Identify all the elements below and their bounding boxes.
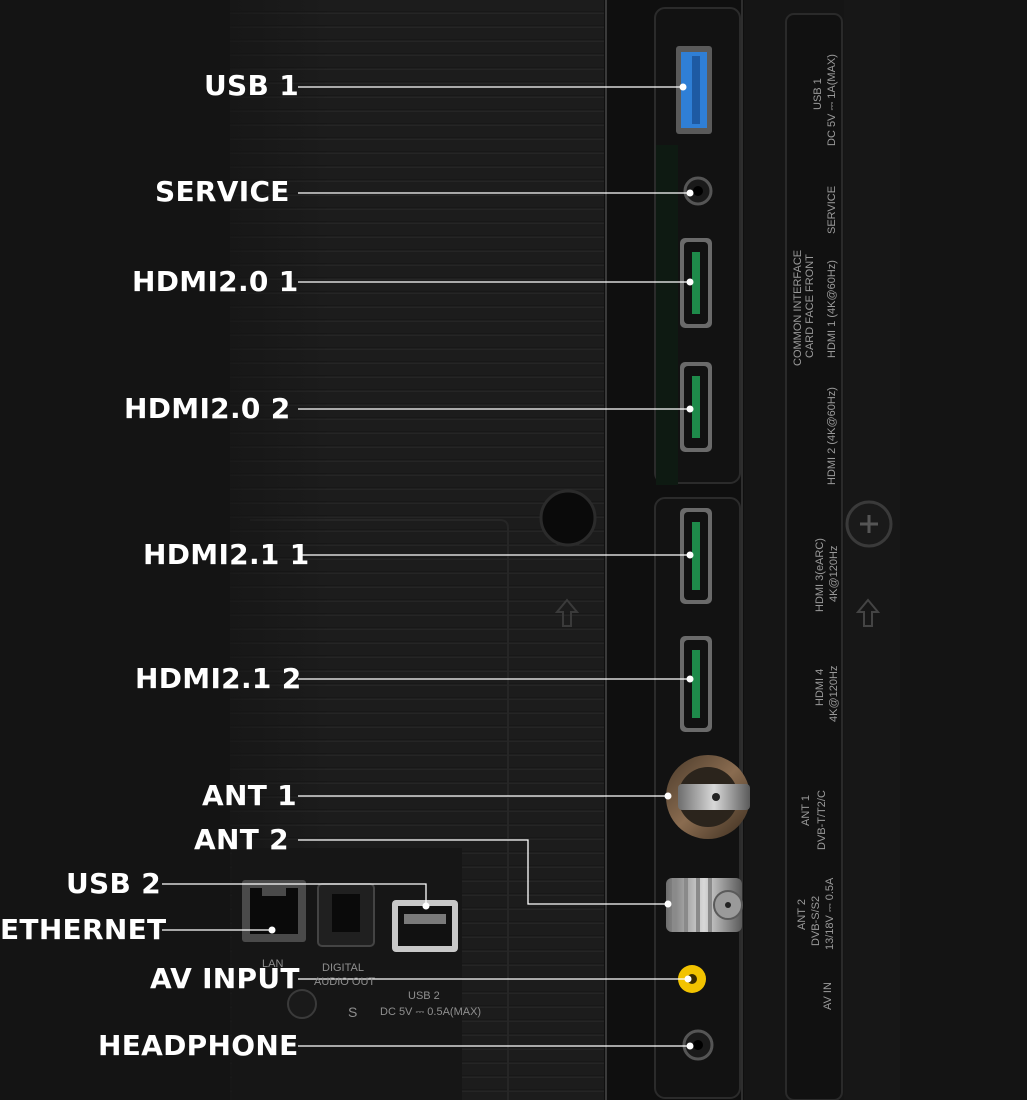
panel-label-ant2-power: 13/18V ⎓ 0.5A [824,877,836,950]
panel-label-ant1: ANT 1 [800,795,812,826]
panel-label-service: SERVICE [826,185,838,234]
callout-hdmi20-1: HDMI2.0 1 [132,265,299,298]
up-arrow-icon-right [855,598,881,627]
panel-label-hdmi3-rate: 4K@120Hz [828,545,840,602]
right-edge [900,0,1027,1100]
callout-ant1: ANT 1 [202,779,297,812]
cover-seam [250,519,509,1100]
optical-audio-port [317,883,375,947]
panel-label-ant2: ANT 2 [796,899,808,930]
leader-endpoints [268,83,694,1050]
callout-headphone: HEADPHONE [98,1029,299,1062]
panel-label-lan: LAN [262,958,284,970]
panel-label-usb2-power: DC 5V ⎓ 0.5A(MAX) [380,1006,482,1018]
lan-port [242,880,306,942]
panel-label-av-in: AV IN [822,982,834,1010]
hdmi21-1-port [680,508,712,604]
callout-service: SERVICE [155,175,290,208]
hdmi21-2-port [680,636,712,732]
panel-label-hdmi4-rate: 4K@120Hz [828,665,840,722]
screw-head [860,515,878,533]
panel-label-digital: DIGITAL [322,962,364,974]
panel-label-audio-out: AUDIO OUT [314,976,376,988]
usb2-port [392,900,458,952]
hdmi20-1-port [680,238,712,328]
callout-usb1: USB 1 [204,69,299,102]
panel-label-ant2-standard: DVB-S/S2 [810,895,822,946]
callout-usb2: USB 2 [66,867,161,900]
label-strip [785,13,843,1100]
up-arrow-icon [554,598,580,627]
side-screw [287,989,317,1019]
panel-label-ant1-standard: DVB-T/T2/C [816,790,828,850]
panel-label-hdmi4: HDMI 4 [814,668,826,706]
service-jack-hole [693,186,703,196]
ant2-connector [666,878,743,932]
panel-label-usb1-power: DC 5V ⎓ 1A(MAX) [826,54,838,146]
callout-av-input: AV INPUT [150,962,300,995]
panel-label-hdmi1: HDMI 1 (4K@60Hz) [826,260,838,358]
panel-label-card-face: CARD FACE FRONT [804,254,816,358]
hdmi20-2-port [680,362,712,452]
leader-lines [162,86,690,1047]
pcb-edge [656,145,678,485]
mount-hole [539,489,597,547]
panel-label-usb2: USB 2 [408,990,440,1002]
callout-ethernet: ETHERNET [0,913,167,946]
callout-hdmi21-1: HDMI2.1 1 [143,538,310,571]
callout-hdmi20-2: HDMI2.0 2 [124,392,291,425]
panel-label-hdmi2: HDMI 2 (4K@60Hz) [826,387,838,485]
usb1-tongue [692,56,700,124]
leader-ant2 [298,839,668,905]
headphone-jack-hole [693,1040,703,1050]
ant1-connector [666,755,750,839]
panel-label-hdmi3: HDMI 3(eARC) [814,538,826,612]
callout-ant2: ANT 2 [194,823,289,856]
leader-usb2 [162,883,427,906]
panel-label-usb1: USB 1 [812,78,824,110]
panel-label-s-mark: S [348,1004,358,1020]
callout-hdmi21-2: HDMI2.1 2 [135,662,302,695]
